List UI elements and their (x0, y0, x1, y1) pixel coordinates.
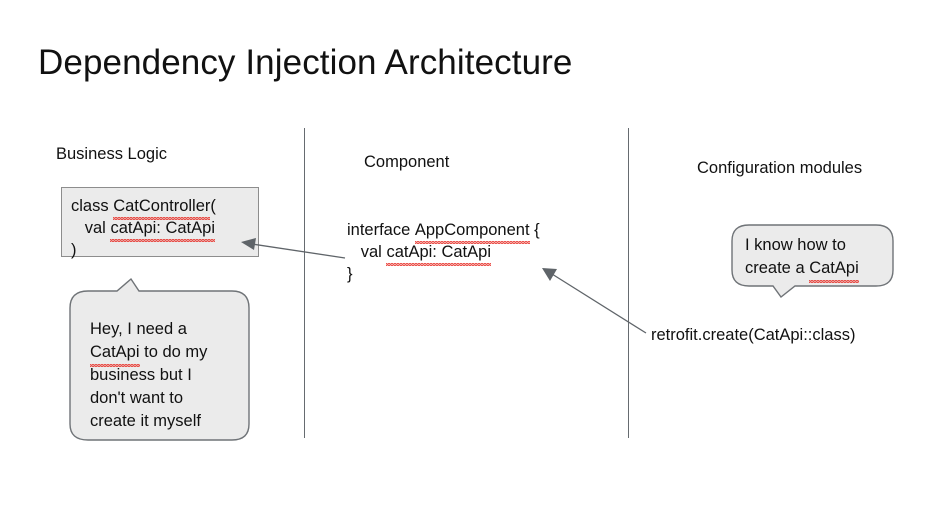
bubble-left-line-2-rest: to do my (139, 343, 208, 361)
code-keyword-interface: interface (347, 221, 415, 239)
bubble-right-line-1: I know how to (745, 236, 846, 254)
code-brace-close: } (347, 265, 353, 283)
bubble-left-line-3: business but I (90, 366, 192, 384)
code-keyword-class: class (71, 197, 114, 215)
speech-bubble-configuration-modules (731, 224, 894, 298)
code-line-2: val catApi: CatApi (71, 219, 215, 242)
column-divider-left (304, 128, 305, 438)
interface-line-1: interface AppComponent { (347, 221, 540, 244)
code-text-cat-controller: class CatController( val catApi: CatApi … (71, 195, 216, 261)
bubble-left-line-5: create it myself (90, 412, 201, 430)
bubble-left-catapi: CatApi (90, 341, 140, 367)
code-box-cat-controller: class CatController( val catApi: CatApi … (61, 187, 259, 259)
bubble-right-line-2: create a CatApi (745, 257, 859, 283)
column-divider-right (628, 128, 629, 438)
bubble-left-line-1: Hey, I need a (90, 320, 187, 338)
page-title: Dependency Injection Architecture (38, 43, 573, 82)
bubble-right-line-2-pre: create a (745, 259, 810, 277)
bubble-right-catapi: CatApi (809, 257, 859, 283)
code-identifier-appcomponent: AppComponent (414, 221, 530, 244)
code-paren-open: ( (210, 197, 216, 215)
interface-line-2: val catApi: CatApi (347, 243, 491, 266)
code-identifier-catcontroller: CatController (113, 197, 211, 220)
code-line-1: class CatController( (71, 197, 216, 220)
code-identifier-catapi-prop: catApi: CatApi (110, 219, 215, 242)
code-text-app-component: interface AppComponent { val catApi: Cat… (347, 219, 540, 285)
arrow-retrofit-to-component (542, 268, 647, 334)
heading-business-logic: Business Logic (56, 145, 167, 163)
bubble-left-line-2: CatApi to do my (90, 341, 208, 367)
retrofit-create-call: retrofit.create(CatApi::class) (651, 326, 856, 344)
code-paren-close: ) (71, 241, 77, 259)
speech-bubble-configuration-modules-text: I know how to create a CatApi (745, 234, 859, 283)
speech-bubble-business-logic (69, 277, 250, 441)
code-keyword-val: val (71, 219, 111, 237)
speech-bubble-business-logic-text: Hey, I need a CatApi to do my business b… (90, 318, 207, 433)
code-identifier-catapi-prop-2: catApi: CatApi (386, 243, 491, 266)
heading-configuration-modules: Configuration modules (697, 159, 863, 177)
heading-component: Component (364, 153, 450, 171)
code-keyword-val-2: val (347, 243, 387, 261)
bubble-left-line-4: don't want to (90, 389, 184, 407)
code-brace-open: { (529, 221, 540, 239)
